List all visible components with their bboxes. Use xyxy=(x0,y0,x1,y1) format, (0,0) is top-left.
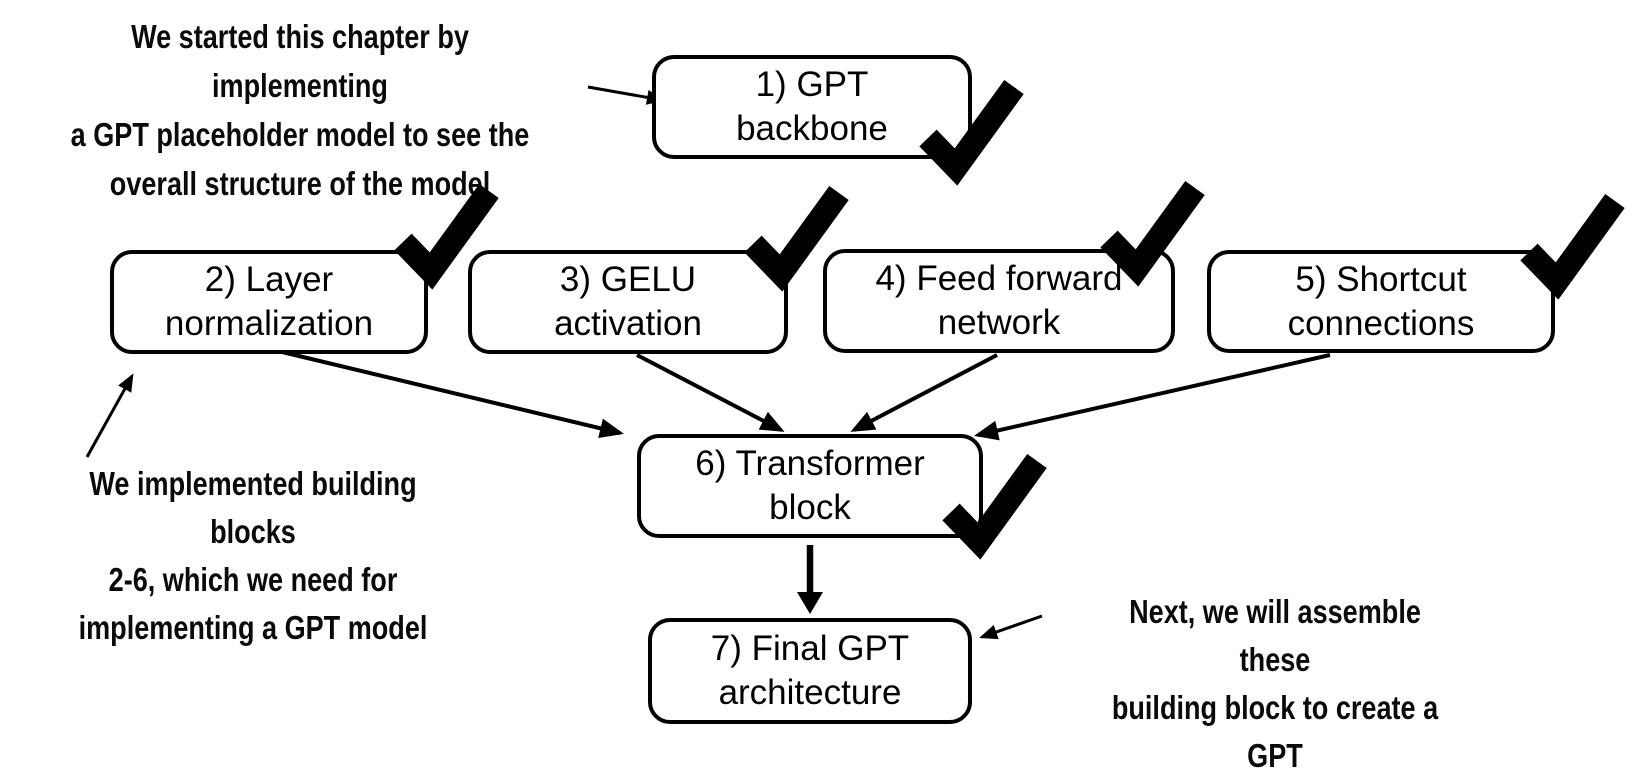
note-line: a GPT placeholder model to see the xyxy=(70,116,530,153)
box-shortcut-connections: 5) Shortcut connections xyxy=(1207,250,1555,353)
box-label-line: connections xyxy=(1287,303,1475,343)
note-line: overall structure of the model xyxy=(109,165,491,202)
checkmark-icon xyxy=(942,453,1047,560)
box-layer-normalization: 2) Layer normalization xyxy=(110,250,428,354)
checkmark-icon xyxy=(1100,180,1205,287)
note-line: implementing a GPT model xyxy=(78,609,428,646)
checkmark-icon xyxy=(919,79,1024,186)
box-label-line: block xyxy=(769,488,851,527)
note-line: model xyxy=(1111,780,1439,784)
checkmark-icon xyxy=(1520,193,1625,300)
box-label-line: 6) Transformer xyxy=(695,444,925,483)
box-feed-forward-network: 4) Feed forward network xyxy=(823,249,1175,353)
box-gelu-activation: 3) GELU activation xyxy=(468,250,788,354)
note-line: building block to create a GPT xyxy=(1111,689,1439,774)
box-label-line: network xyxy=(937,303,1061,342)
box-gpt-backbone: 1) GPT backbone xyxy=(652,55,972,159)
box-label-line: 2) Layer xyxy=(204,260,334,299)
box-label-line: activation xyxy=(554,304,702,343)
note-building-blocks: We implemented building blocks 2-6, whic… xyxy=(48,460,458,652)
box-transformer-block: 6) Transformer block xyxy=(637,434,983,538)
box-label-line: normalization xyxy=(164,304,374,343)
box-label-line: backbone xyxy=(736,109,888,148)
box-label-line: 3) GELU xyxy=(559,260,697,299)
note-intro: We started this chapter by implementing … xyxy=(54,12,546,208)
note-line: 2-6, which we need for xyxy=(108,561,398,598)
box-label-line: 5) Shortcut xyxy=(1295,259,1467,299)
box-label-line: 4) Feed forward xyxy=(875,259,1123,298)
note-next: Next, we will assemble these building bl… xyxy=(1111,588,1439,784)
box-label-line: 7) Final GPT xyxy=(710,629,910,668)
checkmark-icon xyxy=(394,183,499,290)
note-line: We started this chapter by implementing xyxy=(131,18,469,104)
note-line: Next, we will assemble these xyxy=(1129,593,1421,678)
box-final-gpt-architecture: 7) Final GPT architecture xyxy=(648,618,972,724)
box-label-line: architecture xyxy=(718,673,902,712)
checkmark-icon xyxy=(744,185,849,292)
note-line: We implemented building blocks xyxy=(89,465,417,550)
box-label-line: 1) GPT xyxy=(755,65,869,104)
